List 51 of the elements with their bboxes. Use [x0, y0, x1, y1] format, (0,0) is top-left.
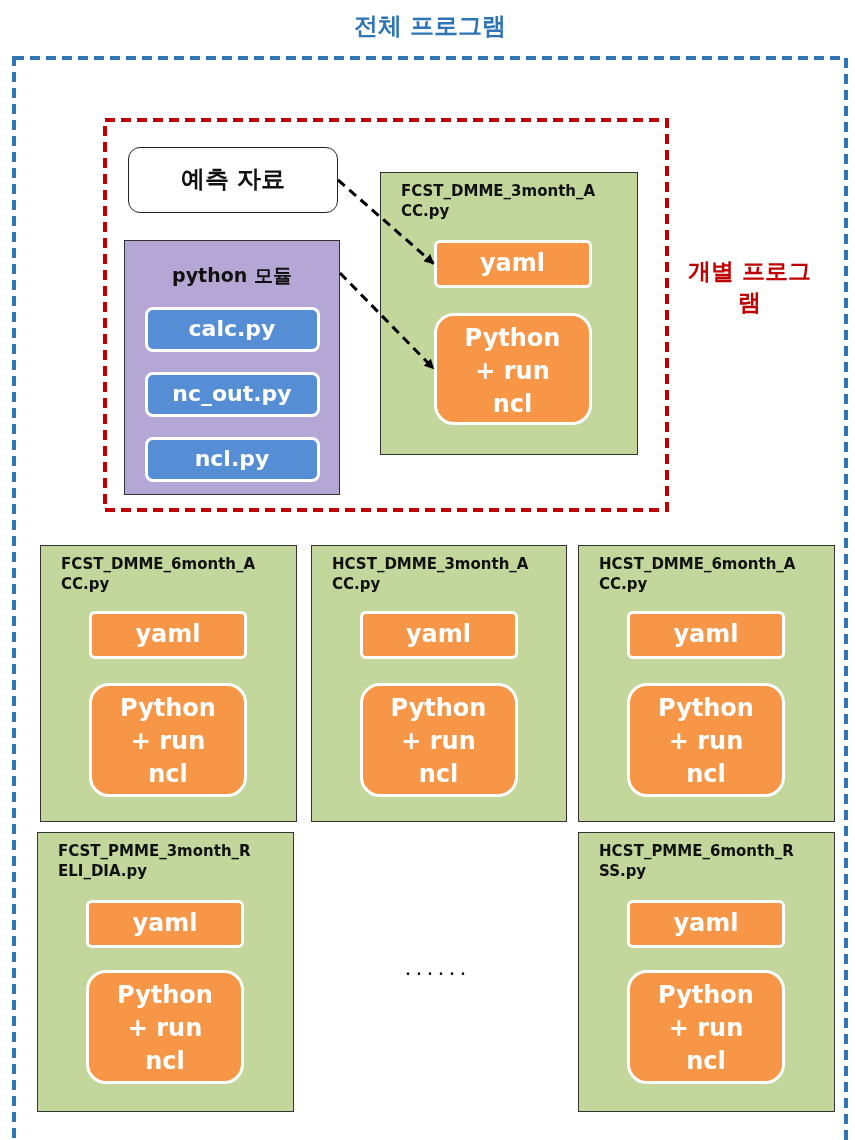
program-box — [380, 172, 638, 455]
program-filename: FCST_DMME_6month_ACC.py — [61, 554, 257, 594]
script-label: Python + run ncl — [389, 692, 488, 790]
script-label: Python + run ncl — [119, 692, 217, 790]
script-box — [627, 969, 785, 1084]
config-box — [86, 899, 244, 948]
program-filename: HCST_DMME_3month_ACC.py — [332, 554, 530, 594]
script-box — [359, 682, 518, 797]
config-box — [627, 610, 785, 659]
script-box — [627, 682, 785, 797]
file-box — [144, 436, 320, 482]
config-box — [433, 239, 592, 288]
file-name: calc.py — [187, 315, 277, 341]
config-box — [89, 610, 247, 659]
config-label: yaml — [134, 619, 202, 648]
program-filename: HCST_PMME_6month_RSS.py — [599, 841, 795, 881]
program-filename: HCST_DMME_6month_ACC.py — [599, 554, 797, 594]
group-heading: 개별 프로그램 — [687, 257, 812, 317]
dashed-arrow — [338, 271, 435, 370]
config-label: yaml — [478, 248, 547, 277]
program-box — [578, 545, 835, 822]
script-box — [433, 312, 592, 425]
program-box — [311, 545, 567, 822]
file-box — [144, 306, 320, 352]
config-label: yaml — [404, 619, 473, 648]
config-label: yaml — [131, 908, 199, 937]
file-box — [144, 371, 320, 417]
config-label: yaml — [672, 619, 740, 648]
area-heading: 전체 프로그램 — [352, 11, 508, 42]
config-label: yaml — [672, 908, 740, 937]
program-box — [37, 832, 294, 1112]
script-label: Python + run ncl — [657, 979, 755, 1077]
dashed-arrow — [337, 178, 435, 265]
file-name: ncl.py — [193, 445, 271, 471]
file-name: nc_out.py — [171, 380, 293, 406]
module-heading: python 모듈 — [171, 263, 293, 288]
program-filename: FCST_PMME_3month_RELI_DIA.py — [58, 841, 252, 881]
script-label: Python + run ncl — [463, 322, 562, 420]
program-box — [578, 832, 835, 1112]
program-box — [40, 545, 297, 822]
script-box — [89, 682, 247, 797]
script-label: Python + run ncl — [116, 979, 214, 1077]
module-panel — [124, 240, 340, 495]
config-box — [627, 899, 785, 948]
ellipsis-text: ...... — [403, 955, 472, 980]
data-box — [128, 147, 338, 213]
script-box — [86, 969, 244, 1084]
program-filename: FCST_DMME_3month_ACC.py — [401, 181, 597, 221]
script-label: Python + run ncl — [657, 692, 755, 790]
data-label: 예측 자료 — [179, 164, 287, 195]
config-box — [359, 610, 518, 659]
